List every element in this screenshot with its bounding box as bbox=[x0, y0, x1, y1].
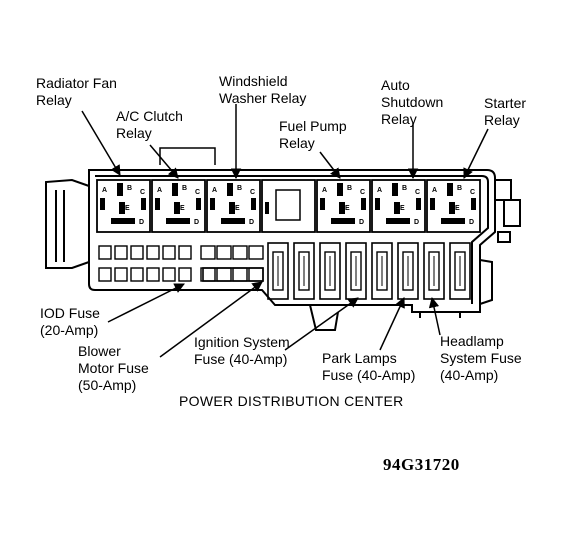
mini-fuse bbox=[98, 245, 112, 260]
mini-fuse bbox=[130, 245, 144, 260]
relay-terminal-label: A bbox=[212, 187, 217, 194]
relay-terminal-label: D bbox=[194, 219, 199, 226]
relay-terminal-label: B bbox=[402, 185, 407, 192]
relay-terminal-label: C bbox=[250, 189, 255, 196]
relay-terminal-label: B bbox=[237, 185, 242, 192]
leader-ignition-system-fuse bbox=[284, 297, 359, 351]
mini-fuse bbox=[216, 267, 232, 282]
relay-socket: A B C D E bbox=[96, 179, 151, 233]
leader-ac-clutch-relay bbox=[149, 144, 179, 179]
leader-fuel-pump-relay bbox=[319, 151, 341, 179]
mini-fuse bbox=[248, 245, 264, 260]
relay-terminal-label: E bbox=[235, 205, 240, 212]
relay-terminal-label: A bbox=[157, 187, 162, 194]
mini-fuse bbox=[98, 267, 112, 282]
relay-terminal-label: A bbox=[432, 187, 437, 194]
mini-fuse bbox=[146, 245, 160, 260]
relay-socket: A B C D E bbox=[371, 179, 426, 233]
figure-code: 94G31720 bbox=[383, 455, 460, 474]
relay-terminal-label: D bbox=[469, 219, 474, 226]
relay-socket: A B C D E bbox=[206, 179, 261, 233]
diagram-title: POWER DISTRIBUTION CENTER bbox=[179, 393, 404, 409]
relay-terminal-label: A bbox=[322, 187, 327, 194]
mini-fuse bbox=[130, 267, 144, 282]
relay-terminal-label: D bbox=[139, 219, 144, 226]
leader-park-lamps-fuse bbox=[379, 297, 405, 351]
mini-fuse bbox=[178, 245, 192, 260]
relay-socket: A B C D E bbox=[151, 179, 206, 233]
cartridge-fuse bbox=[371, 242, 393, 300]
relay-terminal-label: C bbox=[360, 189, 365, 196]
cartridge-fuse bbox=[423, 242, 445, 300]
cartridge-fuse bbox=[267, 242, 289, 300]
relay-terminal-label: A bbox=[102, 187, 107, 194]
cartridge-fuse bbox=[345, 242, 367, 300]
relay-terminal-label: C bbox=[140, 189, 145, 196]
relay-socket: A B C D E bbox=[316, 179, 371, 233]
cartridge-fuse bbox=[397, 242, 419, 300]
mini-fuse bbox=[146, 267, 160, 282]
mini-fuse-bank bbox=[98, 245, 264, 282]
leader-lines bbox=[81, 104, 489, 358]
leader-iod-fuse bbox=[107, 283, 185, 323]
mini-fuse bbox=[232, 267, 248, 282]
relay-terminal-label: D bbox=[359, 219, 364, 226]
relay-terminal-label: B bbox=[347, 185, 352, 192]
pdc-housing bbox=[45, 147, 521, 331]
relay-socket: A B C D E bbox=[426, 179, 481, 233]
mini-fuse bbox=[114, 245, 128, 260]
relay-socket bbox=[261, 179, 316, 233]
relay-terminal-label: E bbox=[125, 205, 130, 212]
mini-fuse bbox=[162, 267, 176, 282]
mini-fuse bbox=[248, 267, 264, 282]
cartridge-fuse bbox=[293, 242, 315, 300]
relay-terminal-label: A bbox=[377, 187, 382, 194]
relay-terminal-label: D bbox=[414, 219, 419, 226]
mini-fuse bbox=[232, 245, 248, 260]
cartridge-fuse bbox=[319, 242, 341, 300]
leader-radiator-fan-relay bbox=[81, 110, 121, 176]
mini-fuse bbox=[200, 245, 216, 260]
cartridge-fuse bbox=[449, 242, 471, 300]
leader-starter-relay bbox=[463, 128, 489, 179]
relay-terminal-label: B bbox=[457, 185, 462, 192]
relay-terminal-label: E bbox=[455, 205, 460, 212]
relay-terminal-label: B bbox=[127, 185, 132, 192]
label-iod-fuse: IOD Fuse(20-Amp) bbox=[40, 305, 100, 338]
mini-fuse bbox=[162, 245, 176, 260]
relay-terminal-label: E bbox=[180, 205, 185, 212]
mini-fuse bbox=[216, 245, 232, 260]
leader-headlamp-system-fuse bbox=[428, 296, 441, 336]
relay-terminal-label: C bbox=[415, 189, 420, 196]
relay-terminal-label: D bbox=[249, 219, 254, 226]
relay-terminal-label: C bbox=[470, 189, 475, 196]
relay-terminal-label: E bbox=[345, 205, 350, 212]
relay-row: A B C D E A B C D E A B C D E A B C D E A B C D E A B C D E bbox=[96, 179, 481, 233]
mini-fuse bbox=[178, 267, 192, 282]
mini-fuse bbox=[114, 267, 128, 282]
blower-motor-fuse bbox=[202, 267, 264, 282]
relay-terminal-label: C bbox=[195, 189, 200, 196]
cartridge-fuse-bank bbox=[267, 242, 471, 300]
relay-terminal-label: E bbox=[400, 205, 405, 212]
leader-blower-motor-fuse bbox=[159, 281, 263, 358]
relay-terminal-label: B bbox=[182, 185, 187, 192]
